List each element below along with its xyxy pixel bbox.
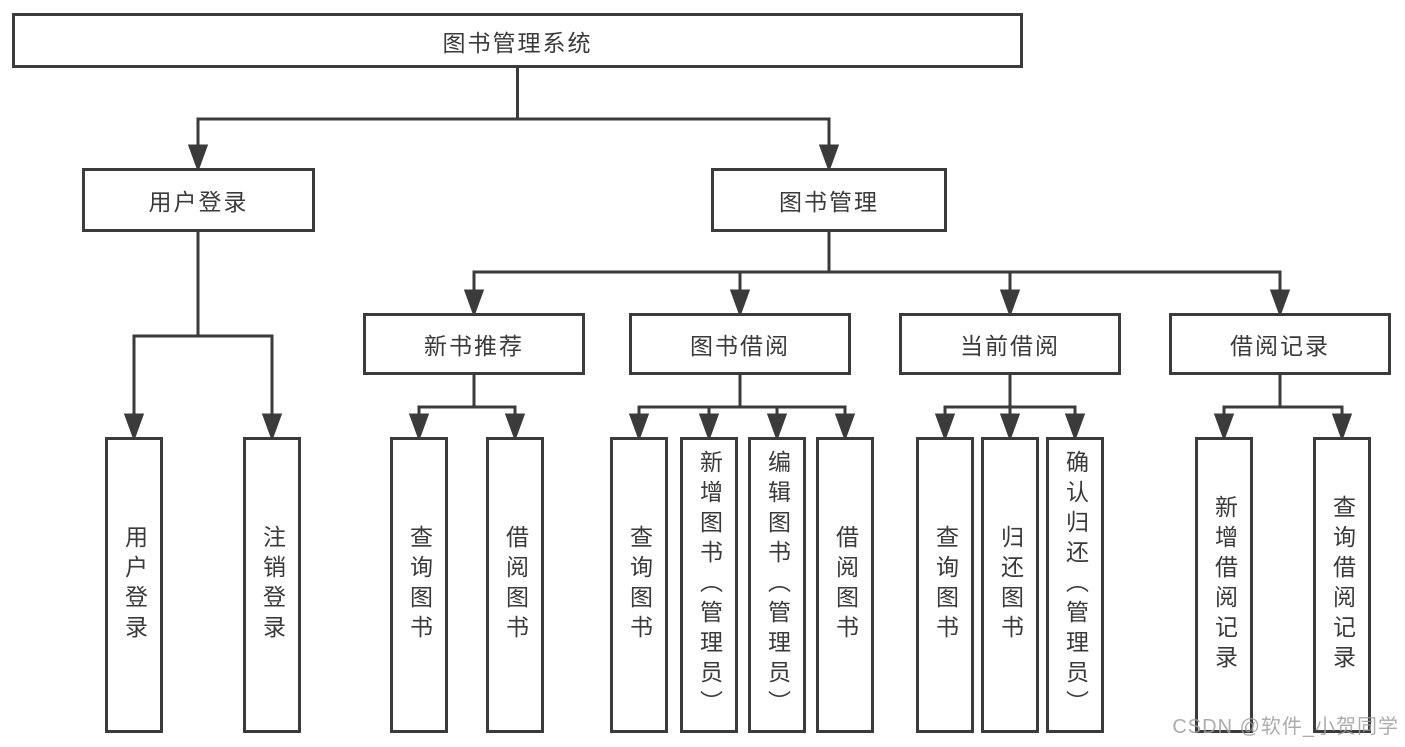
arrowhead: [504, 413, 526, 442]
leaf-add-books-admin-label: 新增图书（管理员）: [696, 450, 723, 720]
connector-borrowing-records-to-leaves: [1213, 375, 1353, 442]
leaf-edit-books-admin: 编辑图书（管理员）: [748, 437, 806, 733]
arrowhead: [934, 413, 956, 442]
node-book-management: 图书管理: [711, 168, 947, 232]
arrowhead: [187, 144, 209, 173]
node-root-system: 图书管理系统: [12, 13, 1023, 68]
leaf-query-books-2: 查询图书: [610, 437, 668, 733]
node-user-login-label: 用户登录: [148, 189, 249, 215]
node-user-login: 用户登录: [82, 168, 315, 232]
leaf-query-books-3-label: 查询图书: [932, 525, 959, 645]
leaf-query-borrow-record-label: 查询借阅记录: [1329, 495, 1356, 675]
connector-new-book-recommend-to-leaves: [408, 375, 526, 442]
node-new-book-recommend: 新书推荐: [363, 313, 585, 375]
arrowhead: [123, 413, 145, 442]
arrowhead: [999, 413, 1021, 442]
leaf-query-borrow-record: 查询借阅记录: [1313, 437, 1371, 733]
leaf-logout-label: 注销登录: [259, 525, 286, 645]
arrowhead: [818, 144, 840, 173]
arrowhead: [834, 413, 856, 442]
node-book-management-label: 图书管理: [779, 189, 879, 215]
csdn-watermark: CSDN @软件_小贺同学: [1172, 716, 1399, 738]
arrowhead: [698, 413, 720, 442]
arrowhead: [1331, 413, 1353, 442]
leaf-borrow-books-1-label: 借阅图书: [502, 525, 529, 645]
leaf-return-books: 归还图书: [981, 437, 1039, 733]
node-current-borrowing: 当前借阅: [899, 313, 1121, 375]
leaf-add-borrow-record-label: 新增借阅记录: [1211, 495, 1238, 675]
arrowhead: [766, 413, 788, 442]
leaf-edit-books-admin-label: 编辑图书（管理员）: [764, 450, 791, 720]
arrowhead: [628, 413, 650, 442]
leaf-user-login-label: 用户登录: [121, 525, 148, 645]
leaf-add-borrow-record: 新增借阅记录: [1195, 437, 1253, 733]
arrowhead: [1213, 413, 1235, 442]
connector-user-login-to-leaves: [123, 232, 283, 442]
node-current-borrowing-label: 当前借阅: [960, 333, 1060, 359]
leaf-query-books-2-label: 查询图书: [626, 525, 653, 645]
leaf-query-books-3: 查询图书: [916, 437, 974, 733]
arrowhead: [729, 289, 751, 318]
connector-current-borrowing-to-leaves: [934, 375, 1086, 442]
arrowhead: [1269, 289, 1291, 318]
node-borrowing-records-label: 借阅记录: [1230, 333, 1330, 359]
leaf-logout: 注销登录: [243, 437, 301, 733]
connector-book-borrowing-to-leaves: [628, 375, 856, 442]
node-new-book-recommend-label: 新书推荐: [424, 333, 524, 359]
arrowhead: [261, 413, 283, 442]
leaf-return-books-label: 归还图书: [997, 525, 1024, 645]
arrowhead: [1064, 413, 1086, 442]
arrowhead: [999, 289, 1021, 318]
leaf-borrow-books-1: 借阅图书: [486, 437, 544, 733]
connector-book-management-to-level3: [463, 232, 1291, 318]
leaf-borrow-books-2: 借阅图书: [816, 437, 874, 733]
leaf-query-books-1-label: 查询图书: [406, 525, 433, 645]
leaf-borrow-books-2-label: 借阅图书: [832, 525, 859, 645]
leaf-confirm-return-admin-label: 确认归还（管理员）: [1062, 450, 1089, 720]
node-book-borrowing-label: 图书借阅: [690, 333, 790, 359]
leaf-query-books-1: 查询图书: [390, 437, 448, 733]
leaf-confirm-return-admin: 确认归还（管理员）: [1046, 437, 1104, 733]
node-borrowing-records: 借阅记录: [1169, 313, 1391, 375]
leaf-add-books-admin: 新增图书（管理员）: [680, 437, 738, 733]
node-root-label: 图书管理系统: [442, 29, 593, 56]
leaf-user-login: 用户登录: [105, 437, 163, 733]
arrowhead: [408, 413, 430, 442]
connector-root-to-level2: [187, 68, 840, 173]
node-book-borrowing: 图书借阅: [629, 313, 851, 375]
arrowhead: [463, 289, 485, 318]
